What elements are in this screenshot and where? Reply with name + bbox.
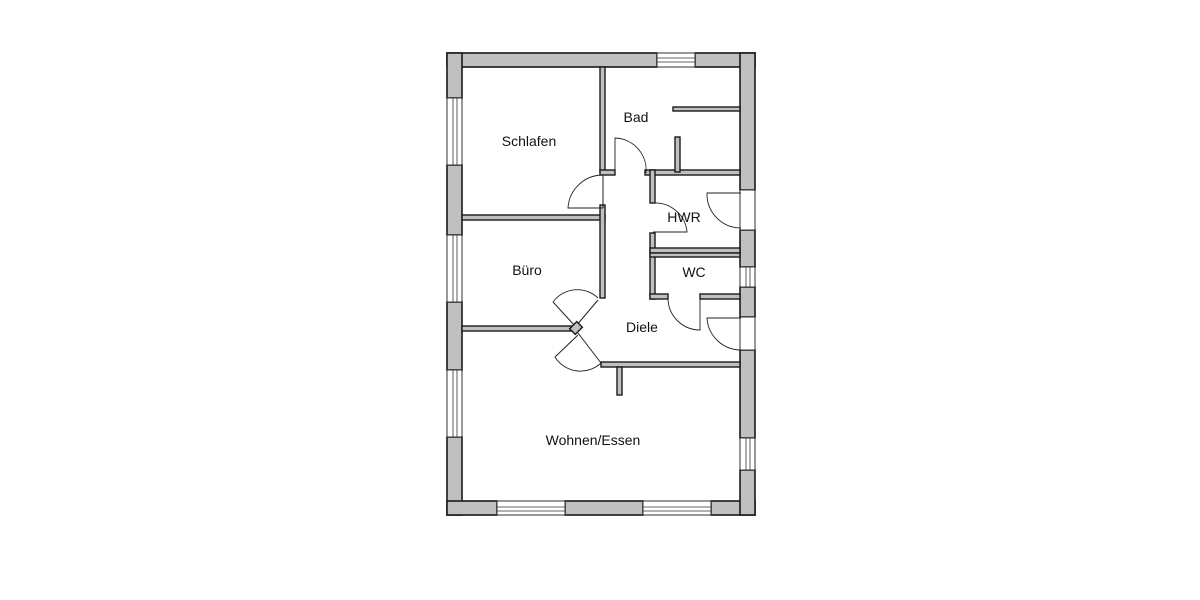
room-label-wc: WC: [682, 264, 705, 280]
interior-walls: [461, 66, 741, 396]
room-label-wohnen-essen: Wohnen/Essen: [546, 432, 641, 448]
room-label-diele: Diele: [626, 319, 658, 335]
doors: [552, 137, 742, 372]
room-label-hwr: HWR: [667, 209, 700, 225]
room-label-schlafen: Schlafen: [502, 133, 556, 149]
windows: [446, 52, 756, 516]
room-label-buero: Büro: [512, 262, 542, 278]
room-label-bad: Bad: [624, 109, 649, 125]
room-labels: Schlafen Bad HWR WC Büro Diele Wohnen/Es…: [502, 109, 706, 448]
